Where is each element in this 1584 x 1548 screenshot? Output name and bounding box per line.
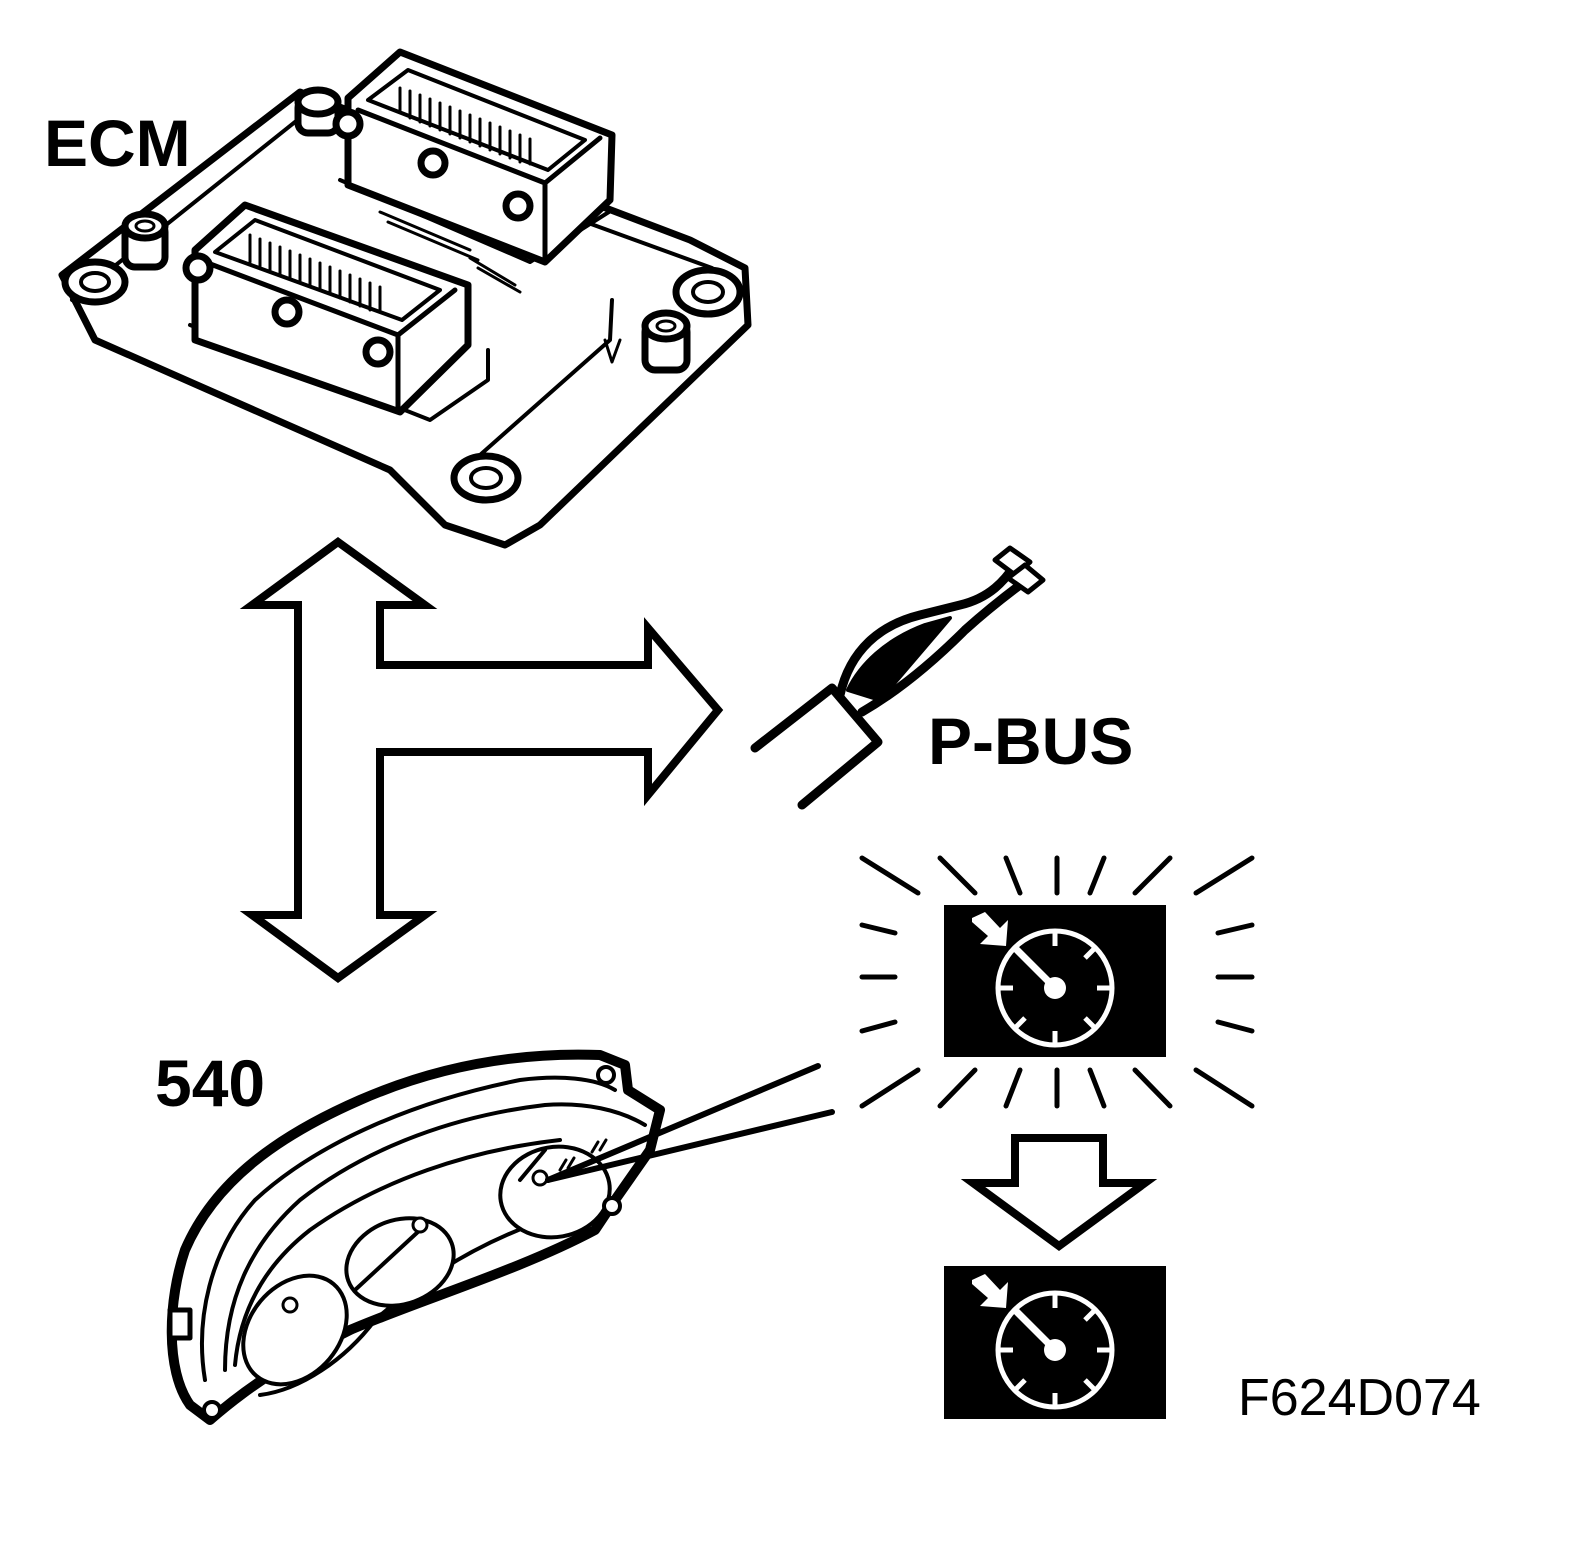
figure-code-label: F624D074 [1238, 1369, 1481, 1427]
gauge-warning-icon-flashing [859, 855, 1255, 1109]
p-bus-label: P-BUS [928, 704, 1134, 778]
double-headed-arrow [239, 537, 724, 983]
ecm-label: ECM [44, 106, 191, 180]
ecm-unit-drawing [58, 48, 752, 549]
cluster-label: 540 [155, 1046, 266, 1120]
down-arrow [960, 1134, 1158, 1251]
leader-lines [545, 1063, 835, 1183]
gauge-warning-icon-steady [944, 1266, 1166, 1419]
instrument-cluster-drawing [166, 1049, 665, 1425]
bus-connector-drawing [750, 545, 1046, 810]
